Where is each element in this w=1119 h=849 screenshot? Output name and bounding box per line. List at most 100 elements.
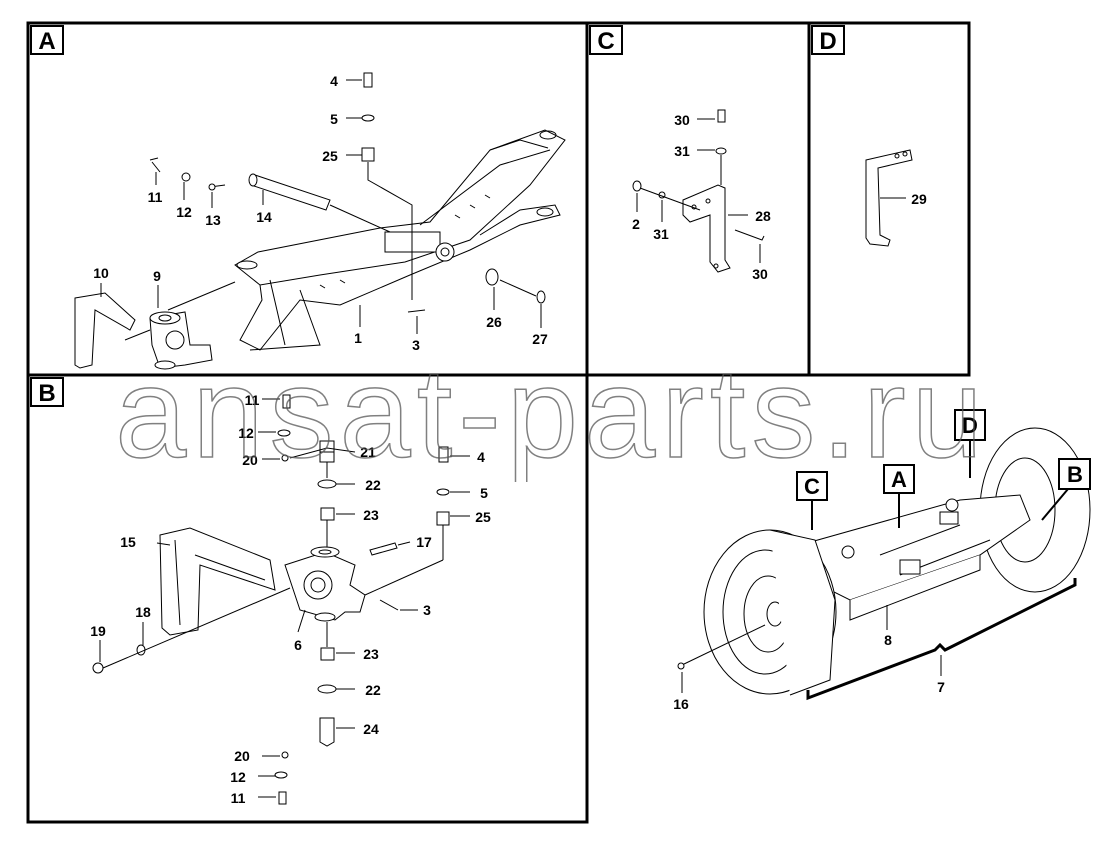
bushing-icon xyxy=(320,647,335,661)
part-number: 29 xyxy=(911,191,927,207)
part-number: 25 xyxy=(475,509,491,525)
panel-a-label-box xyxy=(30,25,64,55)
kingpin-icon xyxy=(319,717,335,747)
kingpin-icon xyxy=(319,451,335,463)
bolt-icon xyxy=(369,542,398,556)
part-number: 22 xyxy=(365,477,381,493)
bracket-illustration-d xyxy=(865,149,913,247)
steering-knuckle-illustration-a xyxy=(149,311,213,370)
part-number: 16 xyxy=(673,696,689,712)
part-number: 20 xyxy=(234,748,250,764)
overview-callout-box-a xyxy=(883,464,915,494)
spacer-ring-icon xyxy=(485,268,499,286)
washer-icon xyxy=(274,771,288,779)
part-number: 6 xyxy=(294,637,302,653)
panel-b-frame xyxy=(26,373,589,824)
part-number: 12 xyxy=(176,204,192,220)
part-number: 26 xyxy=(486,314,502,330)
washer-icon xyxy=(436,488,450,496)
part-number: 11 xyxy=(231,790,246,806)
bushing-icon xyxy=(320,507,335,521)
washer-icon xyxy=(632,180,642,192)
part-number: 11 xyxy=(148,189,163,205)
washer-icon xyxy=(181,172,191,182)
part-number: 22 xyxy=(365,682,381,698)
part-number: 8 xyxy=(884,632,892,648)
part-number: 4 xyxy=(477,449,485,465)
part-number: 23 xyxy=(363,646,379,662)
panel-c-label-box xyxy=(589,25,623,55)
thrust-washer-icon xyxy=(536,290,546,304)
part-number: 17 xyxy=(416,534,432,550)
part-number: 10 xyxy=(93,265,109,281)
part-number: 5 xyxy=(480,485,488,501)
panel-d-label: D xyxy=(819,28,836,55)
part-number: 5 xyxy=(330,111,338,127)
part-number: 31 xyxy=(653,226,669,242)
grease-nipple-icon xyxy=(281,751,289,759)
bolt-icon xyxy=(278,791,287,805)
panel-b-label-box xyxy=(30,377,64,407)
washer-icon xyxy=(136,644,146,656)
overview-label-a: A xyxy=(891,467,907,492)
part-number: 28 xyxy=(755,208,771,224)
part-number: 9 xyxy=(153,268,161,284)
overview-label-b: B xyxy=(1067,462,1083,487)
thrust-washer-icon xyxy=(317,479,337,489)
nut-icon xyxy=(92,662,104,674)
washer-icon xyxy=(277,429,291,437)
bolt-icon xyxy=(363,72,373,88)
panel-b-label: B xyxy=(38,380,55,407)
panel-a-label: A xyxy=(38,28,55,55)
panel-d-frame xyxy=(807,21,971,377)
kingpin-cap-icon xyxy=(319,440,335,454)
part-number: 30 xyxy=(674,112,690,128)
washer-icon xyxy=(715,147,727,155)
bolt-icon xyxy=(438,446,449,463)
grease-nipple-head-icon xyxy=(208,183,216,191)
cotter-pin-icon xyxy=(379,599,399,611)
panel-c-label: C xyxy=(597,28,614,55)
part-number: 27 xyxy=(532,331,548,347)
axle-overview-illustration xyxy=(703,427,1091,696)
pivot-pin-illustration xyxy=(248,173,331,211)
part-number: 13 xyxy=(205,212,221,228)
overview-label-d: D xyxy=(962,413,978,438)
part-number: 3 xyxy=(412,337,420,353)
bracket-illustration-c xyxy=(682,184,731,273)
part-number: 12 xyxy=(238,425,254,441)
part-number: 24 xyxy=(363,721,379,737)
part-number: 23 xyxy=(363,507,379,523)
assembly-bracket xyxy=(806,578,1077,701)
part-number: 20 xyxy=(242,452,258,468)
part-number: 4 xyxy=(330,73,338,89)
overview-callout-box-b xyxy=(1058,458,1091,490)
bolt-icon xyxy=(734,229,765,241)
cotter-pin-icon xyxy=(407,309,426,313)
part-number: 11 xyxy=(245,392,260,408)
grease-nipple-icon xyxy=(281,454,289,462)
part-number: 31 xyxy=(674,143,690,159)
bolt-icon xyxy=(149,157,161,173)
overview-label-c: C xyxy=(804,474,820,499)
part-number: 18 xyxy=(135,604,151,620)
part-number: 19 xyxy=(90,623,106,639)
overview-callout-box-c xyxy=(796,471,828,501)
part-number: 2 xyxy=(632,216,640,232)
thrust-washer-icon xyxy=(317,684,337,694)
washer-icon xyxy=(361,114,375,122)
bolt-icon xyxy=(717,109,726,123)
steering-knuckle-illustration-b xyxy=(284,546,366,622)
part-number: 7 xyxy=(937,679,945,695)
bushing-icon xyxy=(436,511,450,526)
part-number: 12 xyxy=(230,769,246,785)
fender-bracket-illustration-a xyxy=(74,292,136,369)
part-number: 14 xyxy=(256,209,272,225)
axle-beam-illustration xyxy=(234,129,566,351)
part-number: 15 xyxy=(120,534,136,550)
part-number: 21 xyxy=(360,444,376,460)
wheel-nut-icon xyxy=(677,662,685,670)
fender-bracket-illustration-b xyxy=(159,527,276,636)
part-number: 3 xyxy=(423,602,431,618)
